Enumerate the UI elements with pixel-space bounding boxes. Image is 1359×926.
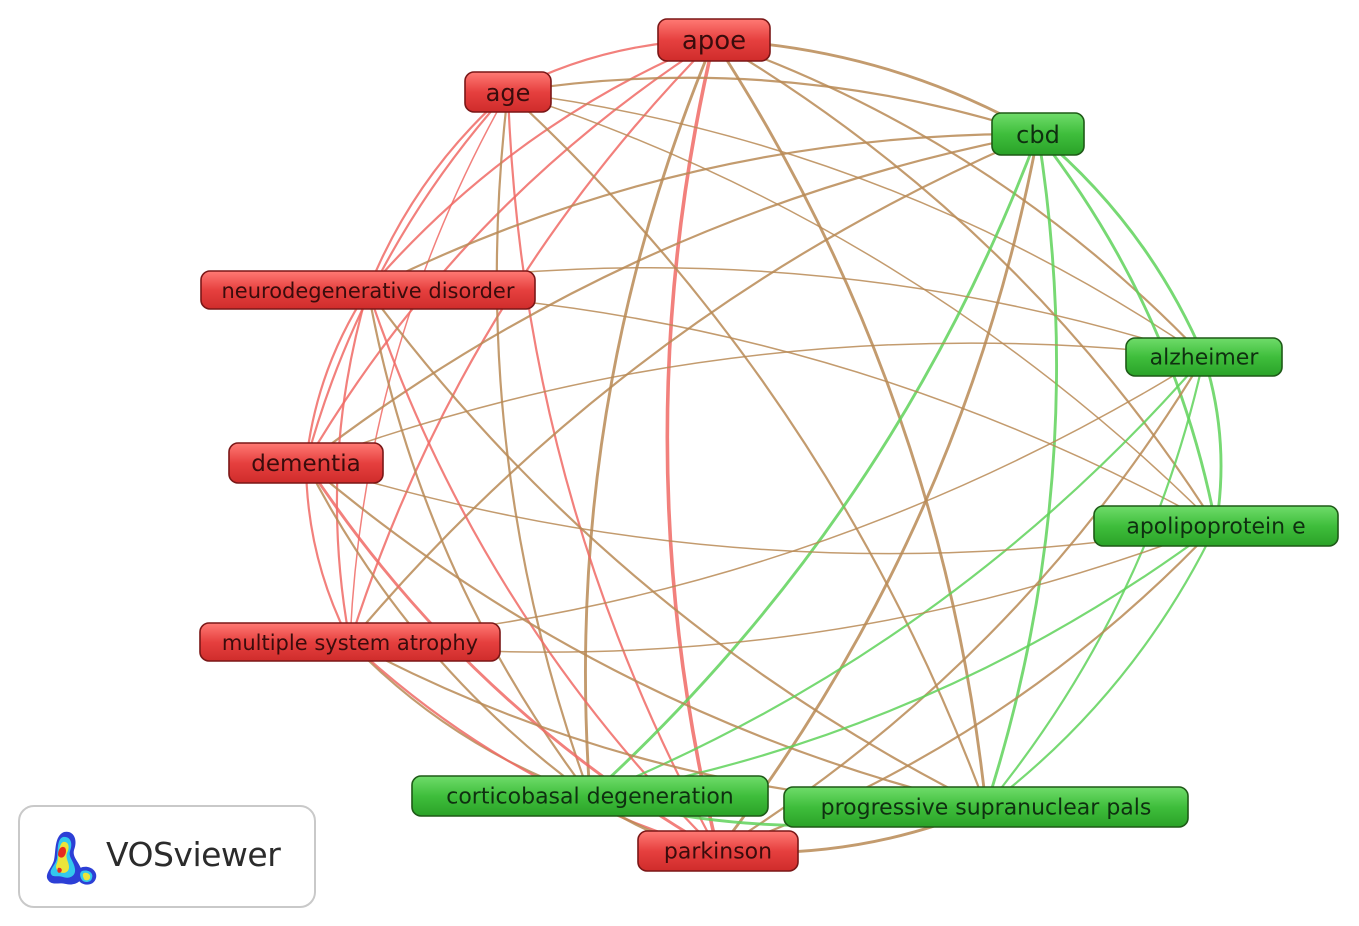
node-age[interactable]: age xyxy=(464,71,552,113)
node-label-corticobasal: corticobasal degeneration xyxy=(446,785,734,810)
edge-apoe-alzheimer xyxy=(712,38,1206,359)
node-label-dementia: dementia xyxy=(251,451,360,477)
edge-cbd-psp xyxy=(984,132,1059,809)
node-box-alzheimer[interactable] xyxy=(1125,337,1283,377)
node-box-dementia[interactable] xyxy=(228,442,384,484)
edge-apolipoprotein-psp xyxy=(984,524,1218,809)
edge-cbd-corticobasal xyxy=(588,132,1040,798)
edge-dementia-msa xyxy=(304,461,352,644)
node-box-apolipoprotein[interactable] xyxy=(1093,505,1339,547)
edge-neurodegenerative-apolipoprotein xyxy=(367,289,1217,527)
node-alzheimer[interactable]: alzheimer xyxy=(1125,337,1283,377)
edge-apoe-apolipoprotein xyxy=(712,38,1218,528)
edge-cbd-alzheimer xyxy=(1036,132,1206,359)
edge-dementia-psp xyxy=(304,461,988,809)
edge-dementia-apolipoprotein xyxy=(305,462,1217,555)
edge-neurodegenerative-psp xyxy=(366,288,988,809)
node-label-apoe: apoe xyxy=(682,26,746,56)
edge-layer xyxy=(304,38,1223,855)
edge-neurodegenerative-corticobasal xyxy=(366,288,592,798)
vosviewer-logo: VOSviewer xyxy=(18,805,316,908)
edge-age-parkinson xyxy=(506,90,720,853)
edge-apoe-dementia xyxy=(304,38,716,465)
node-box-msa[interactable] xyxy=(199,622,501,662)
node-box-neurodegenerative[interactable] xyxy=(200,270,536,310)
node-label-alzheimer: alzheimer xyxy=(1150,346,1260,371)
node-layer: apoe age cbd neurodegenerative disorder alzh… xyxy=(199,18,1339,872)
node-parkinson[interactable]: parkinson xyxy=(637,830,799,872)
edge-cbd-neurodegenerative xyxy=(366,132,1040,292)
node-box-parkinson[interactable] xyxy=(637,830,799,872)
node-box-psp[interactable] xyxy=(783,786,1189,828)
node-label-apolipoprotein: apolipoprotein e xyxy=(1126,515,1305,540)
edge-age-apolipoprotein xyxy=(507,91,1217,527)
edge-msa-parkinson xyxy=(348,640,720,853)
edge-neurodegenerative-parkinson xyxy=(366,288,720,853)
node-psp[interactable]: progressive supranuclear pals xyxy=(783,786,1189,828)
node-box-cbd[interactable] xyxy=(991,112,1085,156)
node-corticobasal[interactable]: corticobasal degeneration xyxy=(411,775,769,817)
node-apolipoprotein[interactable]: apolipoprotein e xyxy=(1093,505,1339,547)
node-neurodegenerative[interactable]: neurodegenerative disorder xyxy=(200,270,536,310)
edge-apoe-psp xyxy=(712,38,988,809)
node-label-msa: multiple system atrophy xyxy=(222,631,478,655)
vosviewer-density-icon xyxy=(46,831,97,885)
edge-age-neurodegenerative xyxy=(366,90,510,292)
edge-cbd-msa xyxy=(348,132,1040,644)
node-label-cbd: cbd xyxy=(1016,121,1060,149)
edge-apoe-neurodegenerative xyxy=(366,38,716,292)
node-msa[interactable]: multiple system atrophy xyxy=(199,622,501,662)
node-label-psp: progressive supranuclear pals xyxy=(821,796,1152,821)
node-cbd[interactable]: cbd xyxy=(991,112,1085,156)
edge-apoe-msa xyxy=(348,38,716,644)
edge-alzheimer-apolipoprotein xyxy=(1202,355,1223,528)
node-label-parkinson: parkinson xyxy=(664,840,772,865)
edge-age-msa xyxy=(349,91,509,643)
node-apoe[interactable]: apoe xyxy=(657,18,771,62)
edge-age-cbd xyxy=(506,76,1040,136)
node-dementia[interactable]: dementia xyxy=(228,442,384,484)
edge-apoe-corticobasal xyxy=(584,38,716,798)
edge-age-alzheimer xyxy=(507,91,1205,358)
edge-alzheimer-psp xyxy=(984,355,1206,809)
vosviewer-wordmark: VOSviewer xyxy=(106,835,281,874)
node-label-neurodegenerative: neurodegenerative disorder xyxy=(222,279,515,303)
edge-alzheimer-dementia xyxy=(305,342,1205,464)
edge-age-corticobasal xyxy=(495,90,592,798)
edge-apoe-parkinson xyxy=(665,38,720,853)
node-box-apoe[interactable] xyxy=(657,18,771,62)
edge-cbd-parkinson xyxy=(716,132,1040,853)
node-label-age: age xyxy=(486,79,531,107)
node-box-corticobasal[interactable] xyxy=(411,775,769,817)
edge-cbd-apolipoprotein xyxy=(1036,132,1218,528)
edge-age-dementia xyxy=(304,90,510,465)
node-box-age[interactable] xyxy=(464,71,552,113)
edge-cbd-dementia xyxy=(304,132,1040,465)
